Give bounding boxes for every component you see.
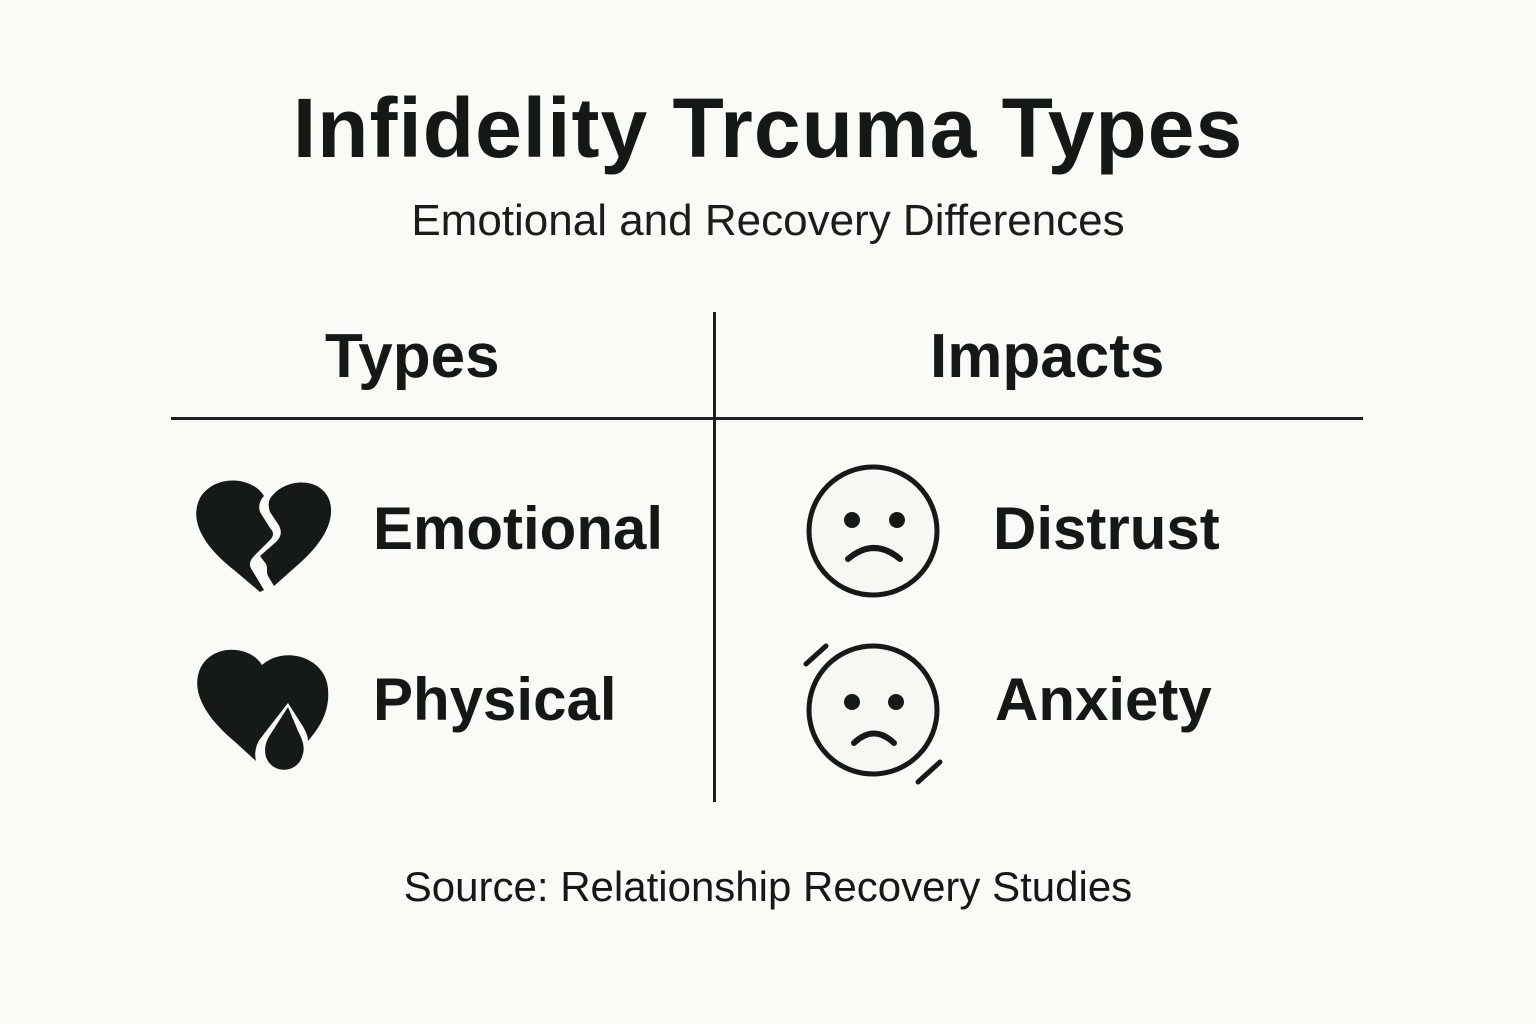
sad-face-icon — [804, 461, 944, 606]
anxious-face-icon — [800, 640, 950, 795]
header-divider — [171, 417, 1363, 420]
source-note: Source: Relationship Recovery Studies — [403, 863, 1133, 910]
column-header-types: Types — [325, 322, 500, 391]
page-subtitle: Emotional and Recovery Differences — [411, 196, 1125, 245]
impact-anxiety: Anxiety — [995, 666, 1212, 733]
heart-drop-icon — [194, 645, 334, 780]
column-divider — [713, 312, 716, 802]
type-emotional: Emotional — [373, 495, 664, 562]
page-title: Infidelity Trcuma Types — [292, 81, 1244, 175]
impact-distrust: Distrust — [993, 495, 1220, 562]
broken-heart-icon — [194, 474, 334, 599]
column-header-impacts: Impacts — [930, 322, 1165, 391]
type-physical: Physical — [373, 666, 617, 733]
